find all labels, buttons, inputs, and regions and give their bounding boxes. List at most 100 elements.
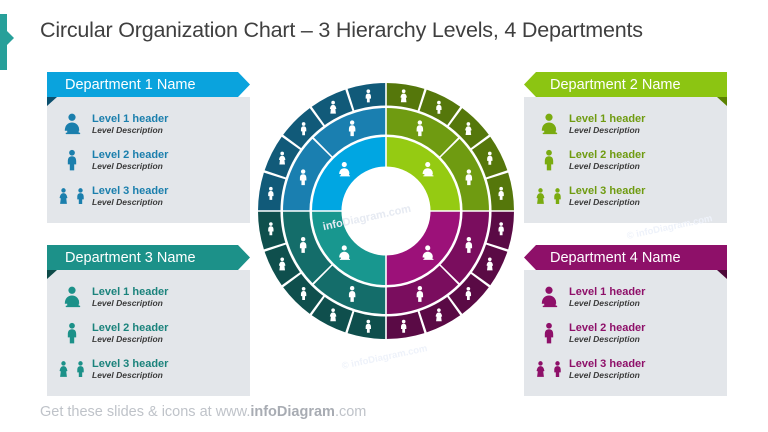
manager-icon [532,109,566,139]
department-banner-1[interactable]: Department 1 Name [47,72,250,106]
level-description: Level Description [92,124,163,135]
wheel-person-icon [348,286,356,302]
couple-icon [532,354,566,384]
manager-icon [55,109,89,139]
level-header: Level 2 header [92,148,169,161]
level-header: Level 3 header [569,184,646,197]
wheel-manager-icon [339,161,351,177]
wheel-person-icon [416,120,424,137]
department-name: Department 3 Name [65,249,196,266]
wheel-segment-middle[interactable] [313,265,386,314]
wheel-female-icon [486,257,494,271]
level-header: Level 1 header [92,112,169,125]
wheel-segment-inner[interactable] [386,211,460,285]
wheel-person-icon [498,222,504,236]
department-banner-3[interactable]: Department 3 Name [47,245,250,279]
wheel-segment-middle[interactable] [283,211,332,284]
wheel-person-icon [465,237,473,253]
level-header: Level 1 header [92,285,169,298]
wheel-female-icon [329,100,337,114]
manager-icon [55,282,89,312]
wheel-ring-separator [385,105,492,212]
banner-fold-shadow [717,97,727,106]
banner-arrow-shape [524,72,727,97]
couple-icon [55,354,89,384]
banner-fold-shadow [47,97,57,106]
department-2-quadrant[interactable] [385,83,514,212]
wheel-person-icon [436,100,442,114]
footer-suffix: .com [334,404,367,420]
level-header: Level 2 header [569,321,646,334]
wheel-segment-middle[interactable] [440,138,489,211]
page-title: Circular Organization Chart – 3 Hierarch… [40,18,643,42]
level-description: Level Description [92,160,163,171]
manager-icon [532,282,566,312]
wheel-ring-separator [280,210,387,317]
wheel-ring-separator [385,210,431,256]
footer-brand: infoDiagram [250,404,335,420]
level-description: Level Description [569,124,640,135]
wheel-person-icon [465,286,472,300]
level-header: Level 3 header [92,357,169,370]
below-wheel-watermark: © infoDiagram.com [340,343,429,372]
department-banner-4[interactable]: Department 4 Name [524,245,727,279]
department-1-quadrant[interactable] [258,83,387,212]
wheel-segment-middle[interactable] [386,108,459,157]
circular-org-chart [258,83,514,339]
banner-fold-shadow [47,270,57,279]
wheel-ring-separator [385,134,463,212]
wheel-ring-separator [280,105,387,212]
department-3-quadrant[interactable] [258,210,387,339]
couple-icon [532,181,566,211]
wheel-segment-middle[interactable] [440,211,489,284]
wheel-segment-middle[interactable] [283,138,332,211]
department-4-quadrant[interactable] [385,210,514,339]
banner-arrow-shape [47,72,250,97]
wheel-person-icon [348,120,356,137]
wheel-center-hole [344,169,428,253]
wheel-person-icon [299,237,307,253]
wheel-segment-inner[interactable] [312,211,386,285]
wheel-person-icon [300,286,307,300]
wheel-person-icon [465,169,473,186]
left-edge-accent-bar [0,14,7,70]
wheel-female-icon [329,308,337,322]
level-description: Level Description [569,369,640,380]
wheel-segment-middle[interactable] [313,108,386,157]
level-description: Level Description [92,297,163,308]
person-icon [532,318,566,348]
footer-credit: Get these slides & icons at www.infoDiag… [40,404,366,420]
level-header: Level 1 header [569,285,646,298]
wheel-person-icon [300,122,307,136]
wheel-person-icon [487,151,493,165]
wheel-person-icon [365,89,371,103]
wheel-person-icon [416,286,424,302]
level-header: Level 2 header [92,321,169,334]
department-banner-2[interactable]: Department 2 Name [524,72,727,106]
wheel-segment-middle[interactable] [386,265,459,314]
